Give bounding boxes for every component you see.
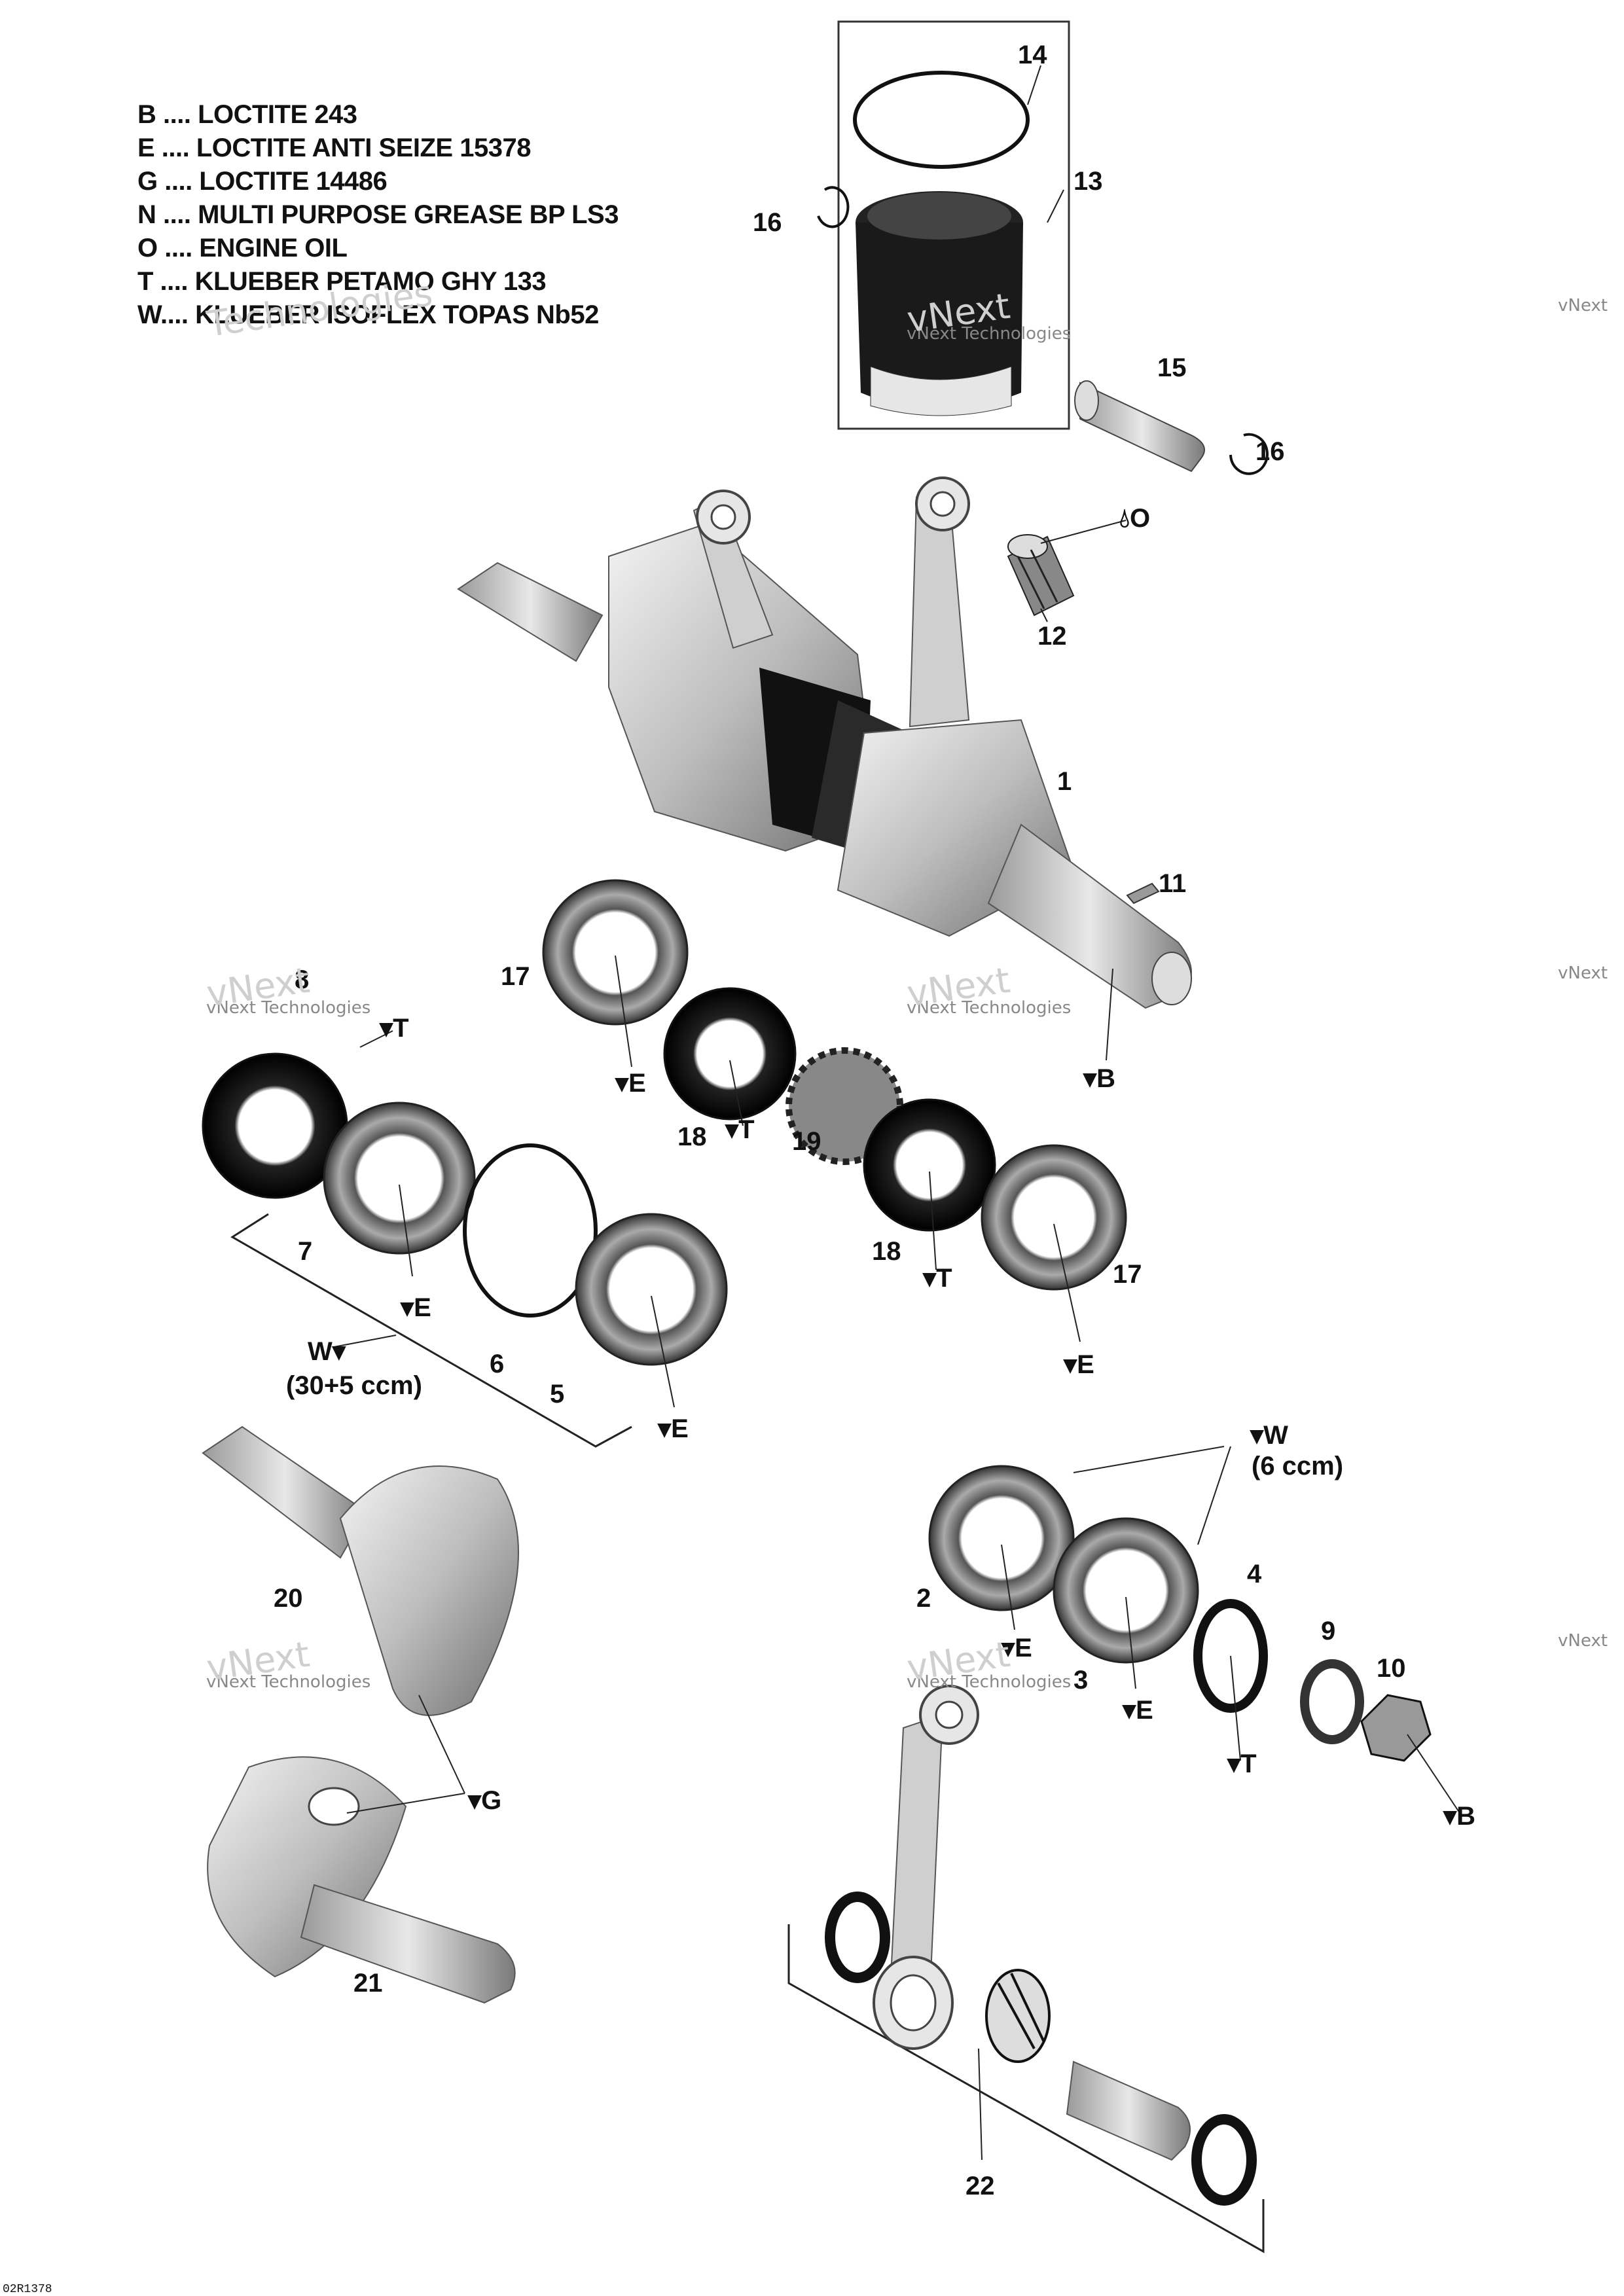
part-label-12: 12 <box>1038 622 1067 651</box>
nut-10 <box>1360 1694 1432 1762</box>
part-label-16-lower: 16 <box>1255 437 1285 466</box>
lube-qty-w-right: (6 ccm) <box>1252 1452 1344 1480</box>
part-label-7: 7 <box>298 1237 313 1266</box>
drawing-reference: 02R1378 <box>3 2283 52 2296</box>
part-label-5: 5 <box>550 1380 565 1408</box>
group-bracket-22 <box>787 1924 1265 2253</box>
seal-18a <box>663 987 797 1121</box>
washer-9 <box>1300 1659 1364 1744</box>
lube-marker-o: 💧︎O <box>1119 504 1151 533</box>
droplet-icon: ▾ <box>658 1414 672 1443</box>
part-label-21: 21 <box>353 1969 383 1998</box>
droplet-icon: ▾ <box>1064 1350 1077 1379</box>
part-label-6: 6 <box>490 1350 505 1378</box>
legend-line-t: T .... KLUEBER PETAMO GHY 133 <box>137 267 547 296</box>
lube-marker-e-2: ▾E <box>1001 1634 1032 1662</box>
droplet-icon: ▾ <box>401 1293 414 1322</box>
lube-marker-e-17a: ▾E <box>615 1069 646 1098</box>
part-label-20: 20 <box>274 1584 303 1613</box>
needle-bearing-22 <box>985 1969 1051 2063</box>
droplet-icon: ▾ <box>1083 1064 1097 1093</box>
droplet-icon: ▾ <box>1123 1696 1136 1725</box>
bearing-2 <box>928 1465 1075 1611</box>
lube-marker-w-group: W▾ <box>308 1337 346 1366</box>
part-label-22: 22 <box>965 2172 995 2200</box>
woodruff-key <box>1126 882 1160 905</box>
droplet-icon: ▾ <box>615 1069 629 1098</box>
legend-line-g: G .... LOCTITE 14486 <box>137 167 388 196</box>
part-label-2: 2 <box>916 1584 931 1613</box>
part-label-14: 14 <box>1018 41 1047 69</box>
thrust-washer-b <box>1191 2114 1257 2206</box>
o-ring-6 <box>463 1143 598 1318</box>
circlip-upper <box>817 186 850 228</box>
lube-marker-t-18a: ▾T <box>725 1115 755 1144</box>
bearing-7 <box>323 1102 476 1255</box>
crank-half-20 <box>202 1426 519 1716</box>
seal-18b <box>863 1098 996 1232</box>
lube-marker-g-21: ▾G <box>468 1786 502 1815</box>
connecting-rod-22 <box>873 1685 979 2050</box>
lube-marker-b-shaft: ▾B <box>1083 1064 1115 1093</box>
lube-marker-t-4: ▾T <box>1227 1749 1257 1778</box>
droplet-icon: ▾ <box>1001 1634 1015 1662</box>
part-label-10: 10 <box>1377 1654 1406 1683</box>
washer-4 <box>1193 1599 1268 1713</box>
part-label-3: 3 <box>1074 1666 1089 1695</box>
lube-marker-t-18b: ▾T <box>923 1264 952 1293</box>
lube-marker-t-seal: ▾T <box>380 1014 409 1043</box>
lube-marker-e-17b: ▾E <box>1064 1350 1094 1379</box>
lube-marker-e-5: ▾E <box>658 1414 689 1443</box>
droplet-icon: ▾ <box>1227 1749 1241 1778</box>
part-label-18-right: 18 <box>872 1237 901 1266</box>
part-label-1: 1 <box>1057 767 1072 796</box>
legend-line-n: N .... MULTI PURPOSE GREASE BP LS3 <box>137 200 619 229</box>
part-label-18-left: 18 <box>677 1122 707 1151</box>
droplet-icon: ▾ <box>380 1014 393 1043</box>
legend-line-o: O .... ENGINE OIL <box>137 234 348 262</box>
part-label-8: 8 <box>295 965 310 994</box>
droplet-icon: ▾ <box>1443 1802 1457 1831</box>
lube-qty-w-group: (30+5 ccm) <box>286 1371 422 1400</box>
droplet-icon: ▾ <box>468 1786 482 1815</box>
group-bracket-left <box>230 1213 632 1448</box>
part-label-9: 9 <box>1321 1617 1336 1645</box>
droplet-icon: ▾ <box>1250 1421 1264 1450</box>
crankshaft-assembly <box>457 476 1192 1009</box>
piston-ring <box>853 71 1030 169</box>
part-label-16-upper: 16 <box>753 208 782 237</box>
thrust-washer-a <box>825 1892 890 1983</box>
part-label-17-right: 17 <box>1113 1260 1142 1289</box>
piston-pin <box>1074 380 1205 473</box>
lube-marker-w-right: ▾W <box>1250 1421 1288 1450</box>
part-label-13: 13 <box>1074 167 1103 196</box>
needle-bearing-upper <box>1007 534 1075 617</box>
piston <box>856 191 1023 416</box>
lubricant-legend: B .... LOCTITE 243 E .... LOCTITE ANTI S… <box>137 98 619 332</box>
lube-marker-b-10: ▾B <box>1443 1802 1475 1831</box>
lube-marker-e-7: ▾E <box>401 1293 431 1322</box>
crank-pin-22 <box>1066 2060 1191 2161</box>
part-label-4: 4 <box>1247 1560 1262 1588</box>
droplet-icon: ▾ <box>923 1264 937 1293</box>
part-label-19: 19 <box>792 1127 821 1156</box>
bearing-3 <box>1053 1517 1199 1664</box>
droplet-icon: 💧︎ <box>1119 504 1130 533</box>
droplet-icon: ▾ <box>725 1115 739 1144</box>
droplet-icon: ▾ <box>332 1337 346 1366</box>
bearing-5 <box>575 1213 728 1366</box>
part-label-11: 11 <box>1159 869 1187 898</box>
part-label-17-left: 17 <box>501 962 530 991</box>
circlip-lower <box>1229 433 1269 475</box>
lube-marker-e-3: ▾E <box>1123 1696 1153 1725</box>
part-label-15: 15 <box>1157 353 1187 382</box>
legend-line-w: W.... KLUEBER ISOFLEX TOPAS Nb52 <box>137 300 599 329</box>
bearing-17b <box>981 1144 1127 1291</box>
bearing-17a <box>542 879 689 1026</box>
legend-line-e: E .... LOCTITE ANTI SEIZE 15378 <box>137 134 531 162</box>
legend-line-b: B .... LOCTITE 243 <box>137 100 357 129</box>
